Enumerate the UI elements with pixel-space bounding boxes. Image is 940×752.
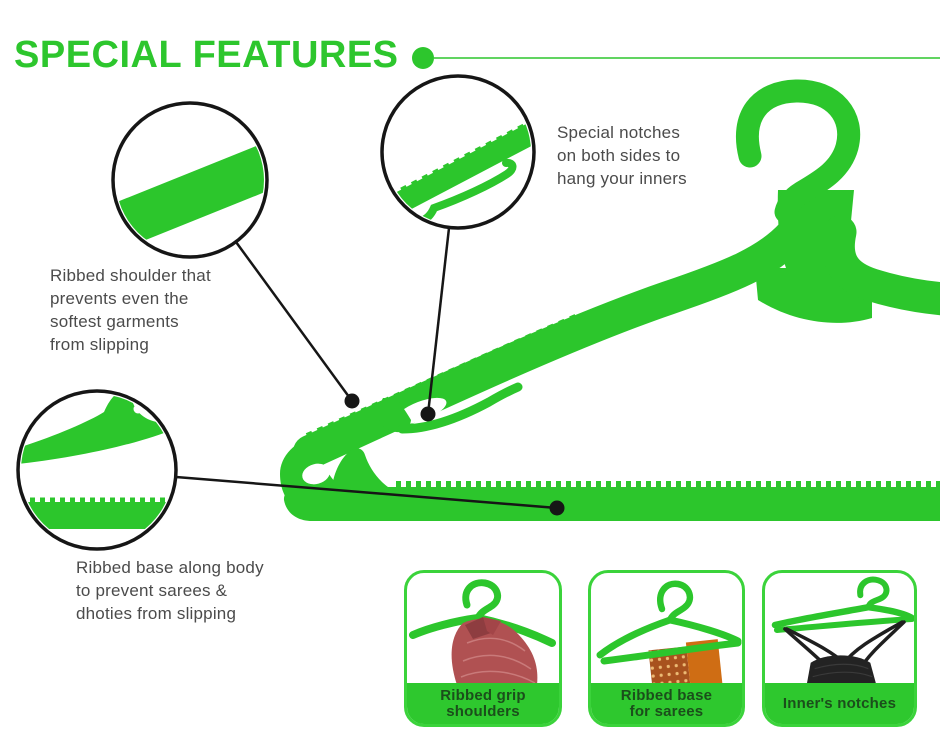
mini-hanger-hook: [857, 576, 890, 611]
zoom-shoulder-band: [385, 118, 531, 220]
title-bullet-dot: [412, 47, 434, 69]
annotation-ribbed-base: Ribbed base along body to prevent sarees…: [76, 558, 264, 623]
mini-hanger-left-arm: [409, 614, 482, 639]
annotation-ribbed-shoulder: Ribbed shoulder that prevents even the s…: [50, 266, 211, 354]
hanger-right-arm: [821, 215, 940, 316]
feature-card-ribbed-base-sarees: Ribbed base for sarees: [588, 570, 745, 727]
main-hanger-illustration: [280, 79, 940, 521]
pointer-dot-shoulder: [344, 393, 360, 409]
mini-hanger-hook: [462, 579, 502, 622]
pointer-line-notch: [426, 227, 451, 415]
inner-texture-lines: [812, 663, 873, 678]
zoom-arm-tip-silhouette: [21, 394, 173, 464]
title-rule: [412, 47, 940, 69]
zoom-base-bar: [21, 502, 173, 529]
page-title: SPECIAL FEATURES: [14, 34, 399, 76]
shirt-collar-right: [483, 617, 501, 635]
mini-hanger-left-arm: [771, 603, 872, 629]
hanger-hook: [735, 79, 861, 224]
mini-hanger-base-bar: [773, 616, 914, 633]
feature-card-ribbed-grip-shoulders: Ribbed grip shoulders: [404, 570, 562, 727]
card-label: Ribbed grip shoulders: [440, 686, 526, 720]
pointer-line-base: [175, 475, 558, 510]
hanger-bottom-bar: [283, 487, 940, 521]
pointer-line-shoulder: [234, 241, 354, 402]
hanger-with-saree-illustration: [596, 580, 742, 685]
pointer-dot-notch: [420, 406, 436, 422]
callout-inner-notch: [380, 74, 536, 230]
mini-hanger-right-arm: [865, 603, 914, 622]
card-label-band: Ribbed base for sarees: [591, 683, 742, 724]
card-label: Ribbed base for sarees: [620, 686, 713, 720]
zoom-shoulder-band: [116, 140, 264, 254]
card-label: Inner's notches: [782, 694, 897, 712]
callout-ribbed-base: [16, 389, 178, 551]
arm-notch-lip: [378, 398, 411, 433]
hanger-with-inner-illustration: [771, 576, 914, 685]
annotation-special-notches: Special notches on both sides to hang yo…: [557, 123, 687, 188]
pointer-dot-base: [549, 500, 565, 516]
mini-hanger-right-arm: [666, 616, 742, 645]
callout-pointers: [175, 227, 565, 516]
card-label-band: Inner's notches: [765, 683, 914, 724]
tip-notch-bump: [332, 448, 388, 487]
saree-panel-pattern-overlay: [648, 646, 692, 685]
inner-garment-body: [806, 655, 877, 685]
shirt-collar-left: [465, 617, 491, 639]
arm-notch-finger: [397, 382, 523, 434]
card-label-band: Ribbed grip shoulders: [407, 683, 559, 724]
mini-hanger-base-bar: [600, 639, 742, 665]
tip-notch-hole: [302, 463, 330, 485]
callout-ribbed-shoulder: [111, 101, 269, 259]
hanger-with-shirt-illustration: [409, 579, 556, 685]
mini-hanger-hook: [657, 580, 694, 624]
mini-hanger-left-arm: [596, 616, 674, 659]
shirt-texture-lines: [460, 637, 536, 684]
feature-card-inners-notches: Inner's notches: [762, 570, 917, 727]
